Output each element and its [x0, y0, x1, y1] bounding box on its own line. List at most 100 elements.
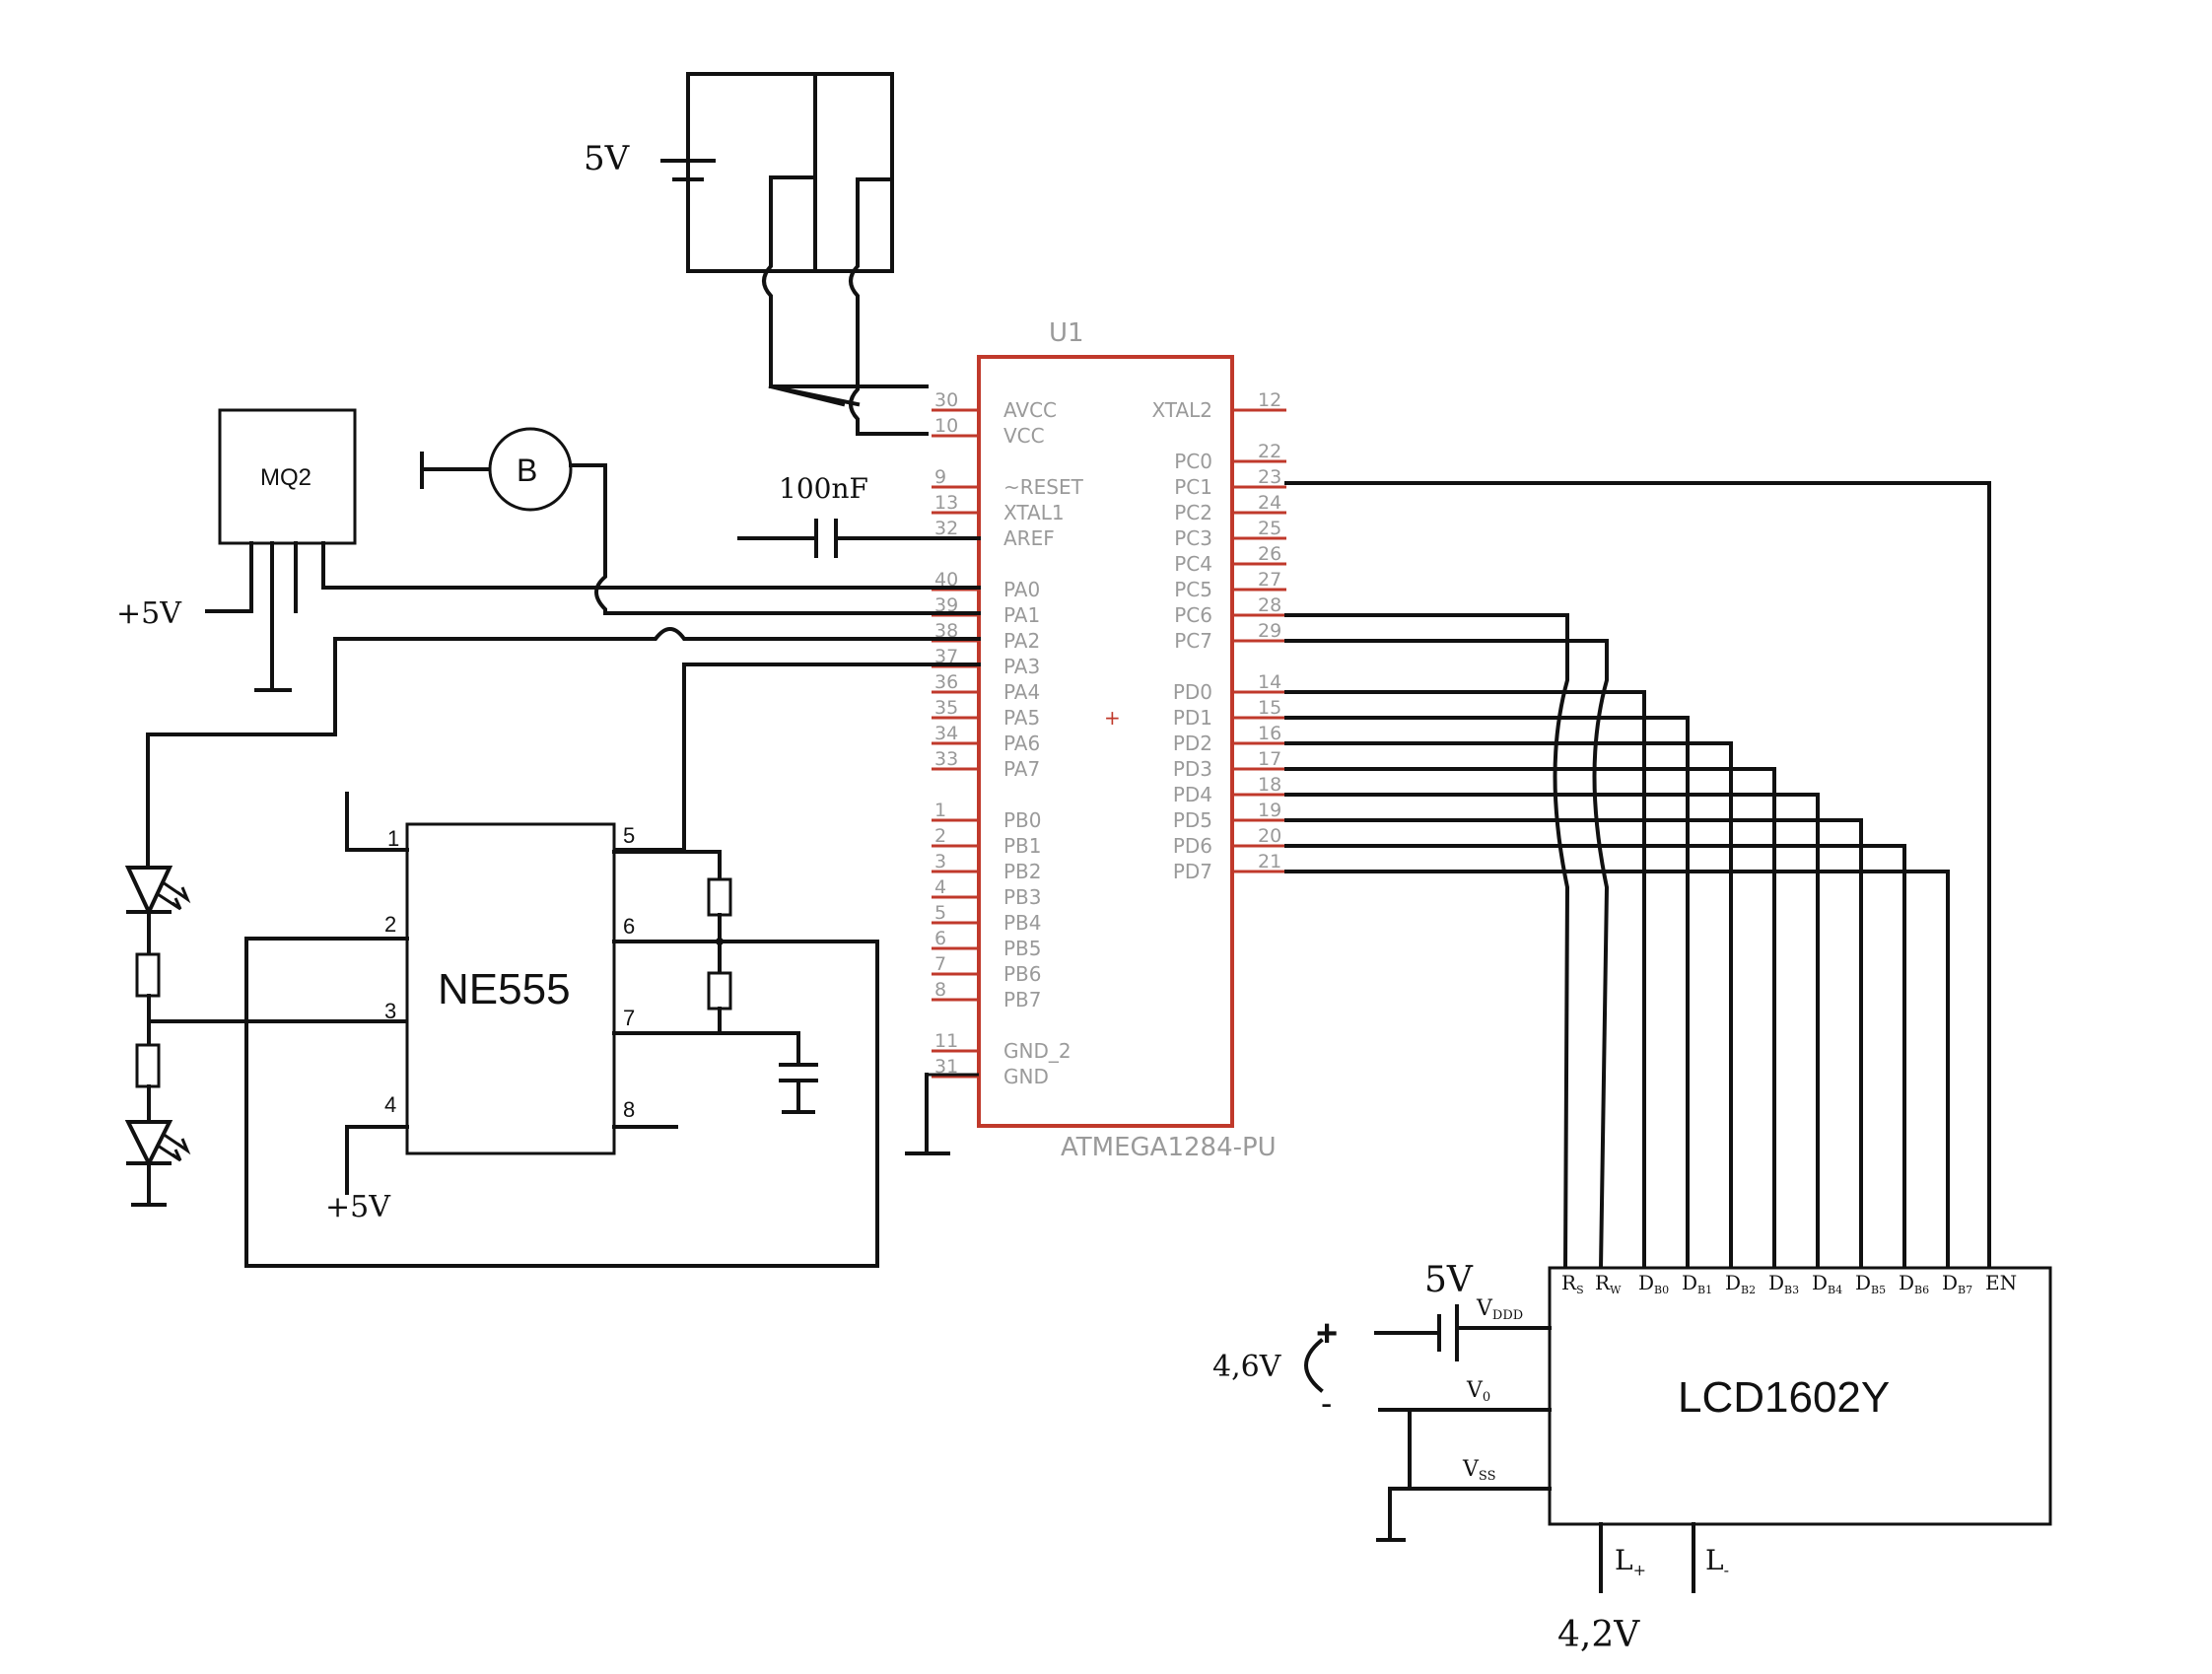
mcu-pin-name: PB2 — [1003, 860, 1042, 883]
mcu-pin-name: PA2 — [1003, 629, 1040, 653]
mcu-pin-name: AREF — [1003, 526, 1055, 550]
mcu-pin-number: 16 — [1258, 723, 1281, 744]
mcu-pin-number: 22 — [1258, 441, 1281, 462]
lcd-battery-label: 4,6V — [1212, 1350, 1282, 1384]
mq2-supply-label: +5V — [116, 596, 182, 631]
ne555-pin-8: 8 — [623, 1097, 635, 1122]
mcu-pin-number: 32 — [934, 518, 958, 539]
lcd-pin-label: RS — [1561, 1271, 1584, 1296]
bus-wire-data — [1284, 818, 1863, 1270]
lcd-pin-v0: V0 — [1466, 1378, 1490, 1405]
lcd-pin-label: DB6 — [1899, 1271, 1929, 1296]
ne555-pin-6: 6 — [623, 914, 635, 939]
mcu-right-pins: 12XTAL222PC023PC124PC225PC326PC427PC528P… — [1151, 389, 1286, 883]
mq2-label: MQ2 — [260, 464, 311, 491]
backlight-supply-label: 4,2V — [1557, 1615, 1640, 1655]
lcd-pin-label: DB4 — [1812, 1271, 1842, 1296]
lcd-battery-bracket — [1304, 1338, 1324, 1393]
ne555-pin-4: 4 — [384, 1092, 396, 1117]
ne555-pin-3: 3 — [384, 999, 396, 1023]
mcu-pin-number: 7 — [934, 953, 946, 975]
mcu-pin-name: PC7 — [1174, 629, 1212, 653]
mcu-pin-name: PB3 — [1003, 885, 1042, 909]
bus-wire-rs — [1284, 613, 1570, 1271]
lcd-pin-label: RW — [1595, 1271, 1622, 1296]
mcu-pin-name: PC2 — [1174, 501, 1212, 524]
mcu-pin-name: PD4 — [1173, 783, 1212, 806]
lcd-vdd-supply-label: 5V — [1424, 1260, 1474, 1300]
mcu-pin-name: PD0 — [1173, 680, 1212, 704]
mcu-pin-number: 36 — [934, 671, 958, 693]
mcu-pin-name: PA3 — [1003, 655, 1040, 678]
lcd-pin-label: DB0 — [1638, 1271, 1669, 1296]
mcu-pin-name: PC4 — [1174, 552, 1212, 576]
lcd-data-bus — [1284, 481, 1991, 1271]
mq2-sensor: MQ2 — [205, 408, 981, 692]
mcu-pin-number: 6 — [934, 928, 946, 949]
mcu-pin-name: PA5 — [1003, 706, 1040, 730]
mcu-pin-name: PD6 — [1173, 834, 1212, 858]
mcu-pin-number: 12 — [1258, 389, 1281, 411]
mcu-pin-name: PD5 — [1173, 808, 1212, 832]
mcu-pin-number: 5 — [934, 902, 946, 924]
mcu-pin-name: GND_2 — [1003, 1039, 1071, 1063]
mcu-pin-number: 11 — [934, 1030, 958, 1052]
mcu-pin-name: PB5 — [1003, 937, 1042, 960]
lcd-pin-label: DB7 — [1942, 1271, 1972, 1296]
mcu-pin-name: PD3 — [1173, 757, 1212, 781]
mcu-pin-number: 25 — [1258, 518, 1281, 539]
led-chain — [124, 866, 409, 1207]
mcu-pin-name: PC3 — [1174, 526, 1212, 550]
lcd-pin-label: DB5 — [1855, 1271, 1886, 1296]
mcu-part-number: ATMEGA1284-PU — [1061, 1133, 1277, 1162]
lcd-pin-label: DB3 — [1768, 1271, 1799, 1296]
mcu-pin-name: PD1 — [1173, 706, 1212, 730]
top-supply-wiring — [660, 72, 929, 436]
mcu-reference: U1 — [1049, 318, 1084, 348]
mcu-pin-name: GND — [1003, 1065, 1049, 1088]
mcu-pin-name: PC5 — [1174, 578, 1212, 601]
ne555-pin-5: 5 — [623, 823, 635, 848]
mcu-pin-name: PC0 — [1174, 450, 1212, 473]
mcu-pin-name: PB0 — [1003, 808, 1042, 832]
mcu-pin-name: AVCC — [1003, 398, 1057, 422]
mcu-pin-number: 33 — [934, 748, 958, 770]
bus-wire-data — [1284, 716, 1690, 1270]
ne555-pin-2: 2 — [384, 912, 396, 937]
mcu-pin-number: 26 — [1258, 543, 1281, 565]
mcu-pin-number: 38 — [934, 620, 958, 642]
mcu-pin-name: PD2 — [1173, 732, 1212, 755]
top-battery-label: 5V — [584, 139, 631, 178]
buzzer: B — [420, 427, 981, 615]
lcd-battery-plus: + — [1316, 1313, 1338, 1355]
mcu-pin-number: 27 — [1258, 569, 1281, 591]
mcu-pin-number: 34 — [934, 723, 958, 744]
bus-wire-data — [1284, 844, 1906, 1270]
mcu-pin-number: 14 — [1258, 671, 1281, 693]
mcu-pin-number: 15 — [1258, 697, 1281, 719]
mcu-pin-name: XTAL1 — [1003, 501, 1065, 524]
mcu-pin-number: 30 — [934, 389, 958, 411]
mcu-pin-number: 21 — [1258, 851, 1281, 872]
ne555-pin-1: 1 — [387, 826, 399, 851]
mcu-pin-number: 20 — [1258, 825, 1281, 847]
mcu-pin-name: PC1 — [1174, 475, 1212, 499]
lcd-pin-vss: VSS — [1462, 1457, 1495, 1484]
mcu-pin-number: 3 — [934, 851, 946, 872]
ne555-pin-7: 7 — [623, 1006, 635, 1030]
mcu-pin-number: 10 — [934, 415, 958, 437]
lcd-pin-label: DB1 — [1682, 1271, 1712, 1296]
bus-wire-data — [1284, 870, 1950, 1270]
bus-wire-data — [1284, 690, 1646, 1270]
mcu-pin-name: PB6 — [1003, 962, 1042, 986]
mcu-pin-name: ~RESET — [1003, 475, 1084, 499]
lcd-label: LCD1602Y — [1678, 1373, 1890, 1422]
aref-capacitor — [737, 519, 981, 558]
mcu-pin-name: PA7 — [1003, 757, 1040, 781]
mcu-pin-name: PB1 — [1003, 834, 1042, 858]
